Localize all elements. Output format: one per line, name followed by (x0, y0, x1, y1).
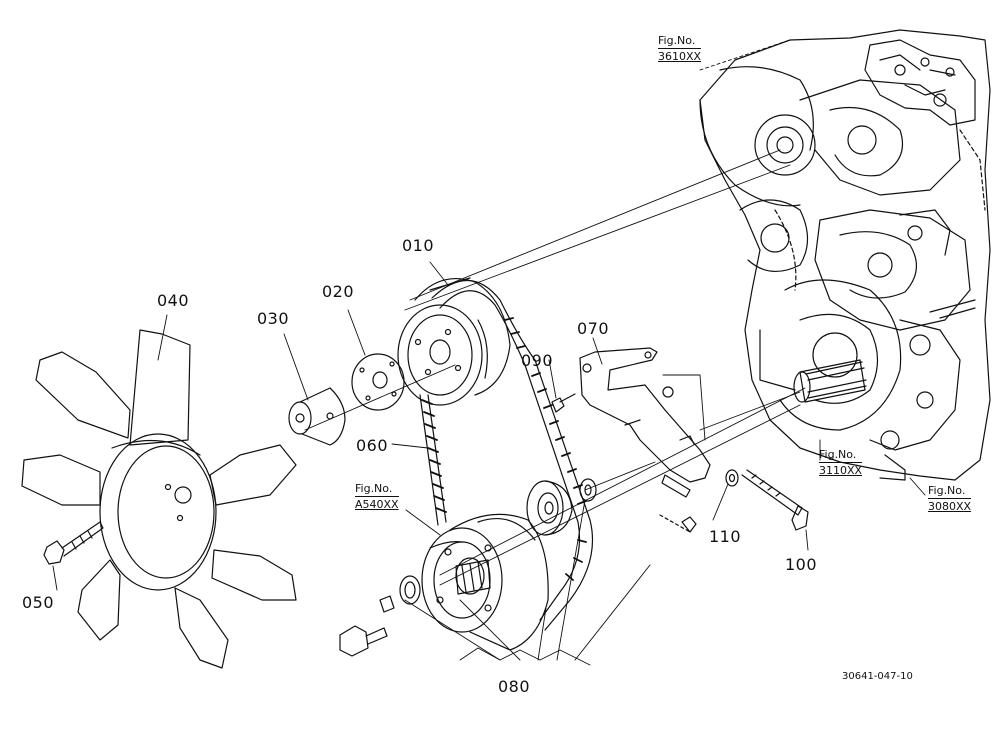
figure-ref-3110xx: Fig.No. 3110XX (819, 448, 863, 477)
figure-ref-code: 3610XX (658, 50, 702, 63)
figure-ref-label: Fig.No. (928, 484, 972, 499)
drawing-id: 30641-047-10 (842, 671, 913, 682)
part-label-050: 050 (22, 593, 55, 612)
figure-ref-code: A540XX (355, 498, 399, 511)
pump-pulley-drawing (398, 278, 510, 405)
figure-ref-a540xx: Fig.No. A540XX (355, 482, 399, 511)
fan-spacer-drawing (289, 388, 345, 445)
part-label-070: 070 (577, 319, 610, 338)
tension-bracket-drawing (580, 348, 710, 532)
part-label-010: 010 (402, 236, 435, 255)
part-label-080: 080 (498, 677, 531, 696)
figure-ref-label: Fig.No. (819, 448, 863, 463)
cooling-fan-drawing (22, 330, 296, 668)
part-label-100: 100 (785, 555, 818, 574)
adjusting-bolt-drawing (742, 470, 808, 530)
part-label-030: 030 (257, 309, 290, 328)
leader-lines (53, 40, 925, 665)
part-label-040: 040 (157, 291, 190, 310)
figure-ref-label: Fig.No. (658, 34, 702, 49)
fan-bolt-drawing (44, 522, 103, 564)
figure-ref-3080xx: Fig.No. 3080XX (928, 484, 972, 513)
engine-block-drawing (700, 30, 990, 480)
adjusting-washer-drawing (726, 470, 738, 486)
part-label-020: 020 (322, 282, 355, 301)
part-label-090: 090 (521, 351, 554, 370)
fan-belt-drawing (420, 280, 593, 630)
alignment-lines (305, 150, 805, 585)
figure-ref-label: Fig.No. (355, 482, 399, 497)
crankshaft-pulley-drawing (422, 514, 548, 650)
figure-ref-3610xx: Fig.No. 3610XX (658, 34, 702, 63)
washer-nut-set-drawing (340, 479, 596, 656)
part-label-110: 110 (709, 527, 742, 546)
figure-ref-code: 3110XX (819, 464, 863, 477)
figure-ref-code: 3080XX (928, 500, 972, 513)
spacer-plate-drawing (352, 354, 404, 410)
part-label-060: 060 (356, 436, 389, 455)
idler-pulley-drawing (527, 481, 572, 535)
bracket-bolt-drawing (552, 394, 575, 412)
